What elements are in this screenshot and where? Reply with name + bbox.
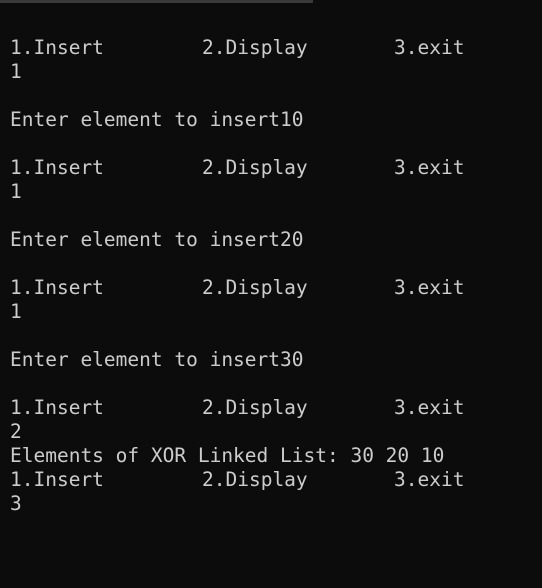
terminal-output: 1.Insert 2.Display 3.exit 1 Enter elemen… <box>10 36 542 516</box>
menu-line: 1.Insert 2.Display 3.exit <box>10 36 542 60</box>
menu-display-option: 2.Display <box>202 396 308 419</box>
menu-insert-option: 1.Insert <box>10 156 104 179</box>
blank-line <box>10 324 542 348</box>
blank-line <box>10 132 542 156</box>
menu-exit-option: 3.exit <box>394 396 465 419</box>
user-input-line: 1 <box>10 60 22 83</box>
menu-display-option: 2.Display <box>202 468 308 491</box>
menu-exit-option: 3.exit <box>394 468 465 491</box>
insert-prompt-line: Enter element to insert10 <box>10 108 304 131</box>
menu-line: 1.Insert 2.Display 3.exit <box>10 468 542 492</box>
user-input-line: 1 <box>10 300 22 323</box>
user-input-line: 1 <box>10 180 22 203</box>
menu-line: 1.Insert 2.Display 3.exit <box>10 276 542 300</box>
menu-exit-option: 3.exit <box>394 276 465 299</box>
blank-line <box>10 84 542 108</box>
terminal-window: { "menu": { "insert": "1.Insert", "displ… <box>0 0 542 516</box>
menu-display-option: 2.Display <box>202 156 308 179</box>
menu-insert-option: 1.Insert <box>10 468 104 491</box>
blank-line <box>10 372 542 396</box>
blank-line <box>10 252 542 276</box>
menu-insert-option: 1.Insert <box>10 36 104 59</box>
window-tab-strip <box>0 0 313 3</box>
menu-exit-option: 3.exit <box>394 156 465 179</box>
insert-prompt-line: Enter element to insert20 <box>10 228 304 251</box>
list-display-output: Elements of XOR Linked List: 30 20 10 <box>10 444 445 467</box>
menu-display-option: 2.Display <box>202 276 308 299</box>
menu-insert-option: 1.Insert <box>10 276 104 299</box>
user-input-line: 2 <box>10 420 22 443</box>
menu-exit-option: 3.exit <box>394 36 465 59</box>
insert-prompt-line: Enter element to insert30 <box>10 348 304 371</box>
blank-line <box>10 204 542 228</box>
menu-insert-option: 1.Insert <box>10 396 104 419</box>
menu-display-option: 2.Display <box>202 36 308 59</box>
menu-line: 1.Insert 2.Display 3.exit <box>10 396 542 420</box>
menu-line: 1.Insert 2.Display 3.exit <box>10 156 542 180</box>
user-input-line: 3 <box>10 492 22 515</box>
